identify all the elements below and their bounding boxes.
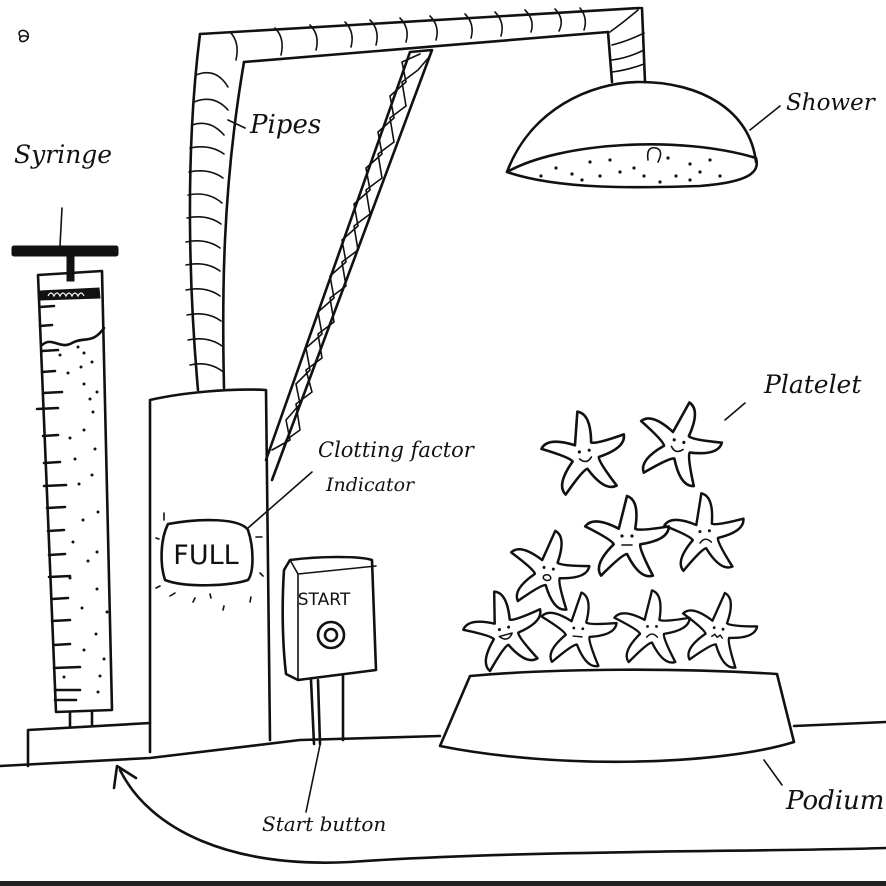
ground-line bbox=[792, 720, 886, 728]
platelet-body bbox=[583, 494, 671, 578]
indicator-leader-line bbox=[247, 471, 313, 529]
platelet-eye bbox=[577, 450, 581, 454]
platelet-eye bbox=[682, 440, 686, 445]
support-strut bbox=[264, 48, 434, 482]
syringe-graduations bbox=[35, 304, 82, 702]
platelet-eye bbox=[712, 626, 716, 630]
platelet bbox=[681, 591, 759, 669]
platelet-leader-line bbox=[724, 402, 746, 421]
platelet bbox=[540, 410, 626, 496]
platelet bbox=[540, 591, 618, 668]
platelet-eye bbox=[655, 624, 658, 628]
platelet bbox=[663, 492, 745, 573]
podium-label: Podium bbox=[786, 786, 885, 816]
platelet-body bbox=[613, 589, 691, 664]
power-button-icon[interactable] bbox=[316, 620, 346, 650]
platelet-body bbox=[663, 492, 745, 573]
start-button-leader-line bbox=[305, 744, 321, 813]
platelet-mouth-grumpy bbox=[711, 633, 724, 639]
platelet-eye bbox=[672, 438, 676, 442]
shower-head-dots bbox=[539, 146, 722, 184]
podium-shape bbox=[438, 668, 796, 764]
pipes-label: Pipes bbox=[250, 110, 322, 140]
podium-leader-line bbox=[763, 759, 783, 786]
platelet-body bbox=[462, 590, 542, 673]
syringe bbox=[11, 207, 152, 768]
platelet-eye bbox=[630, 534, 634, 538]
pipes bbox=[185, 6, 647, 392]
platelet-eye bbox=[507, 625, 511, 629]
platelet-body bbox=[681, 591, 759, 669]
syringe-plunger-rod bbox=[59, 207, 63, 247]
platelet-mouth-surprised bbox=[542, 574, 552, 582]
syringe-liquid-surface bbox=[40, 326, 106, 347]
platelet-eye bbox=[587, 448, 591, 452]
platelet-pyramid bbox=[462, 401, 759, 673]
syringe-plunger-shaft bbox=[66, 255, 75, 282]
clotting-factor-label: Clotting factor bbox=[318, 438, 474, 462]
syringe-barrel bbox=[36, 269, 114, 714]
syringe-plunger-handle bbox=[11, 245, 119, 257]
platelet-mouth-frown bbox=[699, 538, 713, 544]
pipes-leader-line bbox=[227, 119, 246, 129]
platelet-eye bbox=[572, 626, 576, 630]
indicator-label: Indicator bbox=[326, 474, 415, 496]
page-edge-shadow bbox=[0, 881, 886, 886]
indicator-text: FULL bbox=[173, 540, 238, 571]
start-button-label: Start button bbox=[262, 812, 387, 836]
shower-label: Shower bbox=[786, 90, 875, 116]
indicator-glow bbox=[155, 512, 264, 611]
platelet-eye bbox=[721, 627, 725, 631]
podium bbox=[438, 668, 796, 764]
platelet-mouth-smile bbox=[670, 445, 684, 453]
platelet-eye bbox=[646, 624, 649, 628]
shower bbox=[505, 80, 781, 189]
platelet bbox=[462, 590, 542, 673]
platelet-mouth-frown bbox=[645, 633, 659, 638]
shower-head-face bbox=[505, 143, 759, 189]
shower-dome bbox=[505, 80, 758, 174]
platelet-mouth-flat bbox=[572, 635, 583, 638]
platelet bbox=[639, 401, 724, 488]
platelet-body bbox=[639, 401, 724, 488]
platelet-label: Platelet bbox=[764, 370, 862, 399]
platelet bbox=[613, 589, 691, 664]
ground-line bbox=[0, 734, 442, 768]
shower-leader-line bbox=[749, 105, 781, 131]
platelet-body bbox=[509, 529, 591, 611]
syringe-label: Syringe bbox=[14, 140, 113, 169]
platelet-eye bbox=[707, 529, 711, 533]
platelet-mouth-smile bbox=[578, 456, 593, 463]
start-panel-text: START bbox=[298, 590, 351, 610]
flow-arrow-head bbox=[112, 764, 138, 790]
platelet-eye bbox=[620, 534, 624, 538]
page-marker-glyph bbox=[18, 29, 30, 43]
platelet-body bbox=[540, 410, 626, 496]
platelet bbox=[509, 529, 591, 611]
platelet bbox=[583, 494, 671, 578]
start-panel-box bbox=[281, 555, 378, 682]
syringe-liquid-dots bbox=[58, 345, 109, 694]
machine: FULL bbox=[148, 388, 272, 754]
start-panel: START bbox=[281, 555, 378, 746]
platelet-body bbox=[540, 591, 618, 668]
platelet-eye bbox=[551, 567, 555, 571]
flow-arrow bbox=[118, 768, 886, 864]
platelet-eye bbox=[581, 627, 585, 631]
syringe-base bbox=[26, 721, 152, 768]
platelet-mouth-grin bbox=[498, 632, 513, 640]
platelet-eye bbox=[542, 565, 546, 569]
clotting-factor-indicator bbox=[160, 518, 254, 587]
machine-body bbox=[148, 388, 272, 754]
platelet-eye bbox=[698, 530, 702, 534]
platelet-eye bbox=[497, 628, 501, 632]
